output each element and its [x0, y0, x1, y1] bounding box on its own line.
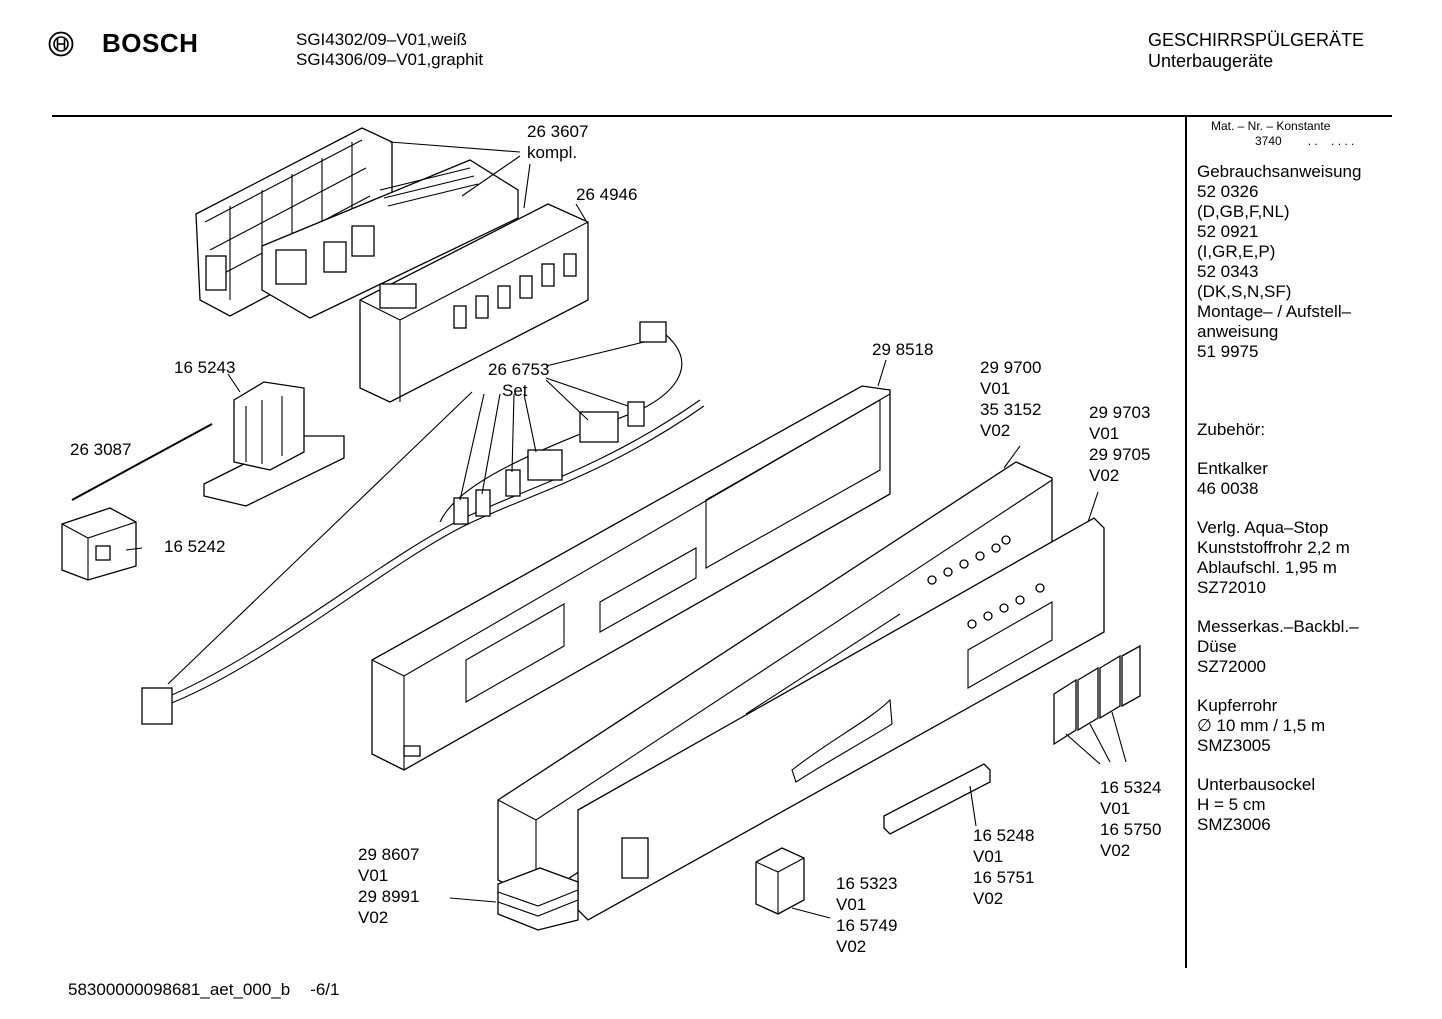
category-line: Unterbaugeräte [1148, 51, 1274, 71]
door-switch-part [61, 507, 137, 581]
accessory-line: Ablaufschl. 1,95 m [1197, 558, 1337, 577]
switch-block [359, 203, 589, 403]
header-divider [52, 115, 1392, 117]
page-number: -6/1 [310, 980, 340, 999]
model-line: SGI4302/09–V01,weiß [296, 30, 468, 49]
callout-263087: 26 3087 [70, 440, 131, 459]
callout-298518: 29 8518 [872, 340, 933, 359]
accessory-block [1197, 381, 1392, 401]
bosch-logo-icon [48, 31, 74, 56]
accessory-line: SZ72010 [1197, 578, 1266, 597]
relay-part [203, 381, 345, 507]
accessory-line: Zubehör: [1197, 420, 1266, 439]
mat-value: 3740 [1255, 134, 1282, 148]
accessory-line: Montage– / Aufstell– [1197, 302, 1352, 321]
accessory-line: Kunststoffrohr 2,2 m [1197, 538, 1350, 557]
document-code: 58300000098681_aet_000_b [68, 980, 291, 999]
brand: BOSCH [48, 28, 198, 59]
accessory-line: (DK,S,N,SF) [1197, 282, 1292, 301]
product-category: GESCHIRRSPÜLGERÄTE Unterbaugeräte [1148, 30, 1364, 72]
accessory-line: Düse [1197, 637, 1237, 656]
accessory-block: Zubehör: [1197, 420, 1392, 440]
cable-harness [141, 321, 705, 725]
accessory-line: SMZ3006 [1197, 815, 1271, 834]
cover-part [755, 847, 805, 915]
accessory-line: Gebrauchsanweisung [1197, 162, 1362, 181]
accessory-line: ∅ 10 mm / 1,5 m [1197, 716, 1326, 735]
footer: 58300000098681_aet_000_b -6/1 [68, 980, 339, 1000]
accessory-line: (D,GB,F,NL) [1197, 202, 1290, 221]
category-line: GESCHIRRSPÜLGERÄTE [1148, 30, 1365, 50]
accessory-line: 52 0343 [1197, 262, 1259, 281]
accessory-line: 46 0038 [1197, 479, 1259, 498]
mat-label: Mat. – Nr. – Konstante [1211, 119, 1331, 133]
accessory-line [1197, 381, 1392, 401]
button-set [1053, 644, 1141, 746]
accessory-line: SZ72000 [1197, 657, 1266, 676]
rod-part [71, 423, 213, 501]
control-frame [371, 385, 891, 771]
brand-name: BOSCH [102, 28, 199, 58]
control-housing [195, 127, 393, 317]
accessory-line: Verlg. Aqua–Stop [1197, 518, 1329, 537]
sidebar-divider [1185, 116, 1187, 968]
mat-value-row: 3740 . . . . . . [1211, 134, 1354, 149]
accessory-line: 52 0921 [1197, 222, 1259, 241]
accessory-line: Kupferrohr [1197, 696, 1278, 715]
accessory-line: (I,GR,E,P) [1197, 242, 1276, 261]
handle-part [883, 763, 991, 835]
accessory-line: 52 0326 [1197, 182, 1259, 201]
spacer-stack [497, 867, 579, 931]
electronics-board [261, 159, 519, 319]
accessory-line: 51 9975 [1197, 342, 1259, 361]
model-list: SGI4302/09–V01,weiß SGI4306/09–V01,graph… [296, 30, 483, 70]
leader-lines [125, 141, 1127, 919]
accessory-line: SMZ3005 [1197, 736, 1271, 755]
accessory-line: H = 5 cm [1197, 795, 1266, 814]
accessory-line: Unterbausockel [1197, 775, 1316, 794]
callout-165243: 16 5243 [174, 358, 235, 377]
accessory-line: anweisung [1197, 322, 1279, 341]
callout-264946: 26 4946 [576, 185, 637, 204]
accessory-line: Messerkas.–Backbl.– [1197, 617, 1359, 636]
model-line: SGI4306/09–V01,graphit [296, 50, 484, 69]
accessory-line: Entkalker [1197, 459, 1268, 478]
callout-165242: 16 5242 [164, 537, 225, 556]
material-constant: Mat. – Nr. – Konstante 3740 . . . . . . [1211, 119, 1354, 149]
mat-dots: . . . . . . [1307, 134, 1355, 148]
